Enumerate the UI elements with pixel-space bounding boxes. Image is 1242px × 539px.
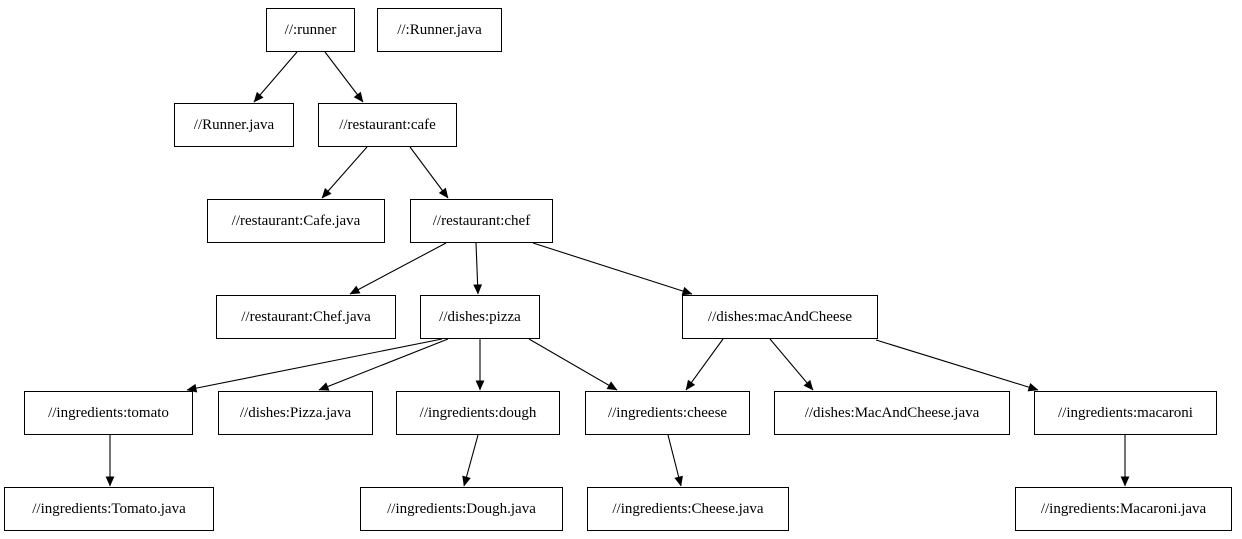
graph-node-cheese: //ingredients:cheese (585, 391, 750, 435)
edge-dough-to-dough-java-src (462, 434, 479, 487)
graph-node-macaroni-java-src: //ingredients:Macaroni.java (1015, 487, 1232, 531)
graph-node-runner: //:runner (266, 8, 355, 52)
edge-mac-and-cheese-to-mac-and-cheese-java-src (769, 338, 814, 391)
graph-node-runner-java-src: //Runner.java (174, 103, 294, 147)
edge-pizza-to-cheese (528, 338, 618, 391)
edge-chef-to-pizza (473, 242, 483, 295)
graph-node-mac-and-cheese-java-src: //dishes:MacAndCheese.java (774, 391, 1010, 435)
graph-node-chef: //restaurant:chef (410, 199, 553, 243)
graph-node-dough-java-src: //ingredients:Dough.java (360, 487, 563, 531)
graph-node-mac-and-cheese: //dishes:macAndCheese (682, 295, 878, 339)
graph-node-cafe: //restaurant:cafe (318, 103, 457, 147)
graph-node-pizza: //dishes:pizza (420, 295, 540, 339)
edge-chef-to-mac-and-cheese (532, 242, 693, 296)
graph-node-runner-java-target: //:Runner.java (377, 8, 502, 52)
edge-runner-to-runner-java-src (253, 51, 298, 103)
edge-runner-to-cafe (324, 51, 364, 103)
graph-node-chef-java-src: //restaurant:Chef.java (216, 295, 396, 339)
edge-mac-and-cheese-to-macaroni (875, 339, 1039, 392)
graph-node-pizza-java-src: //dishes:Pizza.java (218, 391, 373, 435)
edge-cafe-to-chef (409, 146, 449, 199)
edge-cheese-to-cheese-java-src (667, 434, 683, 487)
graph-node-tomato: //ingredients:tomato (24, 391, 193, 435)
graph-node-tomato-java-src: //ingredients:Tomato.java (4, 487, 214, 531)
edge-pizza-to-pizza-java-src (318, 338, 449, 391)
edge-chef-to-chef-java-src (349, 242, 447, 295)
graph-node-cheese-java-src: //ingredients:Cheese.java (587, 487, 789, 531)
edge-pizza-to-tomato (186, 338, 443, 393)
graph-node-dough: //ingredients:dough (396, 391, 560, 435)
graph-node-macaroni: //ingredients:macaroni (1034, 391, 1217, 435)
edge-mac-and-cheese-to-cheese (685, 338, 724, 391)
edge-cafe-to-cafe-java-src (321, 146, 368, 199)
graph-node-cafe-java-src: //restaurant:Cafe.java (207, 199, 385, 243)
